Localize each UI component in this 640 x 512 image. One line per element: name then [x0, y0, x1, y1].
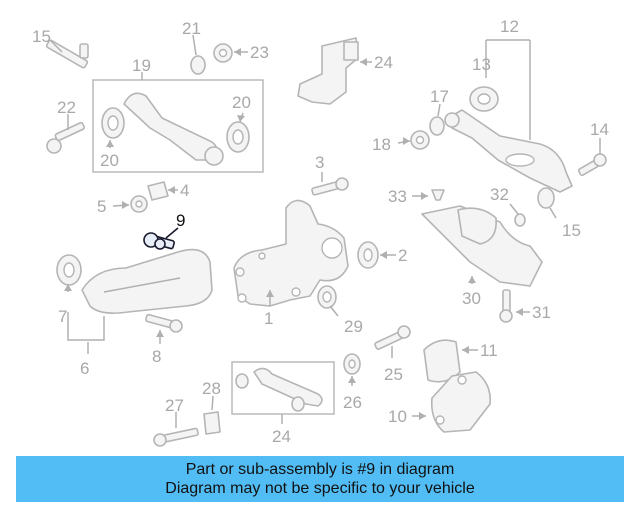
callout-9: 9	[176, 211, 185, 230]
callout-29: 28	[202, 379, 221, 398]
callout-1: 1	[264, 309, 273, 328]
part-16-bolt	[45, 39, 89, 69]
banner-line-2: Diagram may not be specific to your vehi…	[165, 480, 475, 497]
callout-33: 32	[490, 185, 509, 204]
callout-15: 15	[562, 221, 581, 240]
part-30-bushing	[317, 285, 337, 309]
callout-4: 4	[180, 181, 189, 200]
callout-31: 30	[462, 289, 481, 308]
part-27-bushing	[343, 353, 361, 375]
part-34-clip	[431, 189, 445, 201]
callout-14: 14	[590, 120, 609, 139]
callout-26: 25	[384, 365, 403, 384]
callout-13: 13	[472, 55, 491, 74]
callout-25: 24	[272, 427, 291, 446]
part-2-bushing	[357, 241, 379, 269]
callout-30: 29	[344, 317, 363, 336]
callout-27: 26	[343, 393, 362, 412]
part-23-nut	[213, 43, 233, 63]
part-29-clip	[203, 411, 221, 435]
part-18-nut	[410, 130, 430, 150]
part-33-pin	[514, 213, 526, 227]
callout-20a: 20	[100, 151, 119, 170]
part-26-bolt	[374, 325, 411, 350]
part-14-bolt	[577, 153, 607, 177]
part-28-bolt	[153, 427, 199, 447]
part-21-bolt	[46, 121, 86, 154]
callout-12: 12	[500, 17, 519, 36]
callout-17: 17	[430, 87, 449, 106]
part-25-link	[235, 367, 323, 412]
box-19-20	[92, 79, 264, 173]
callout-20b: 20	[232, 93, 251, 112]
callout-32: 31	[532, 303, 551, 322]
banner-line-1: Part or sub-assembly is #9 in diagram	[185, 461, 455, 478]
part-31-spring-link	[421, 205, 543, 287]
callout-3: 3	[315, 153, 324, 172]
callout-28: 27	[165, 396, 184, 415]
callout-34: 33	[388, 187, 407, 206]
callout-24: 24	[374, 53, 393, 72]
callout-5: 5	[97, 197, 106, 216]
part-19-control-arm	[101, 92, 250, 166]
callout-2: 2	[398, 246, 407, 265]
part-12-lower-arm	[444, 109, 573, 193]
part-32-bolt	[499, 289, 513, 323]
callout-8: 8	[152, 347, 161, 366]
part-8-bolt	[145, 313, 183, 333]
part-24-bracket	[297, 37, 359, 105]
callout-19: 19	[132, 56, 151, 75]
callout-21: 22	[57, 98, 76, 117]
callout-22: 21	[182, 19, 201, 38]
part-15-bushing	[537, 187, 555, 209]
part-6-trailing-arm	[56, 248, 213, 314]
callout-6: 6	[80, 359, 89, 378]
callout-11: 11	[480, 341, 498, 360]
box-25	[231, 361, 335, 415]
info-banner: Part or sub-assembly is #9 in diagram Di…	[16, 456, 624, 502]
callout-18: 18	[372, 135, 391, 154]
part-3-bolt	[311, 177, 349, 196]
part-4-clip	[147, 181, 169, 201]
part-13-bushing	[469, 86, 499, 112]
part-17-washer	[429, 116, 445, 136]
part-9-bolt	[143, 232, 175, 250]
callout-10: 10	[388, 407, 407, 426]
part-1-knuckle	[233, 199, 349, 307]
part-5-nut	[130, 195, 148, 213]
part-11-cover	[423, 339, 461, 383]
callout-7: 7	[58, 307, 67, 326]
part-10-bracket	[430, 371, 492, 433]
parts-diagram: 15 21 23 19 20 20 22 24 12 13	[32, 17, 609, 447]
callout-23: 23	[250, 43, 269, 62]
part-22-clip	[190, 55, 206, 75]
callout-16: 15	[32, 27, 51, 46]
